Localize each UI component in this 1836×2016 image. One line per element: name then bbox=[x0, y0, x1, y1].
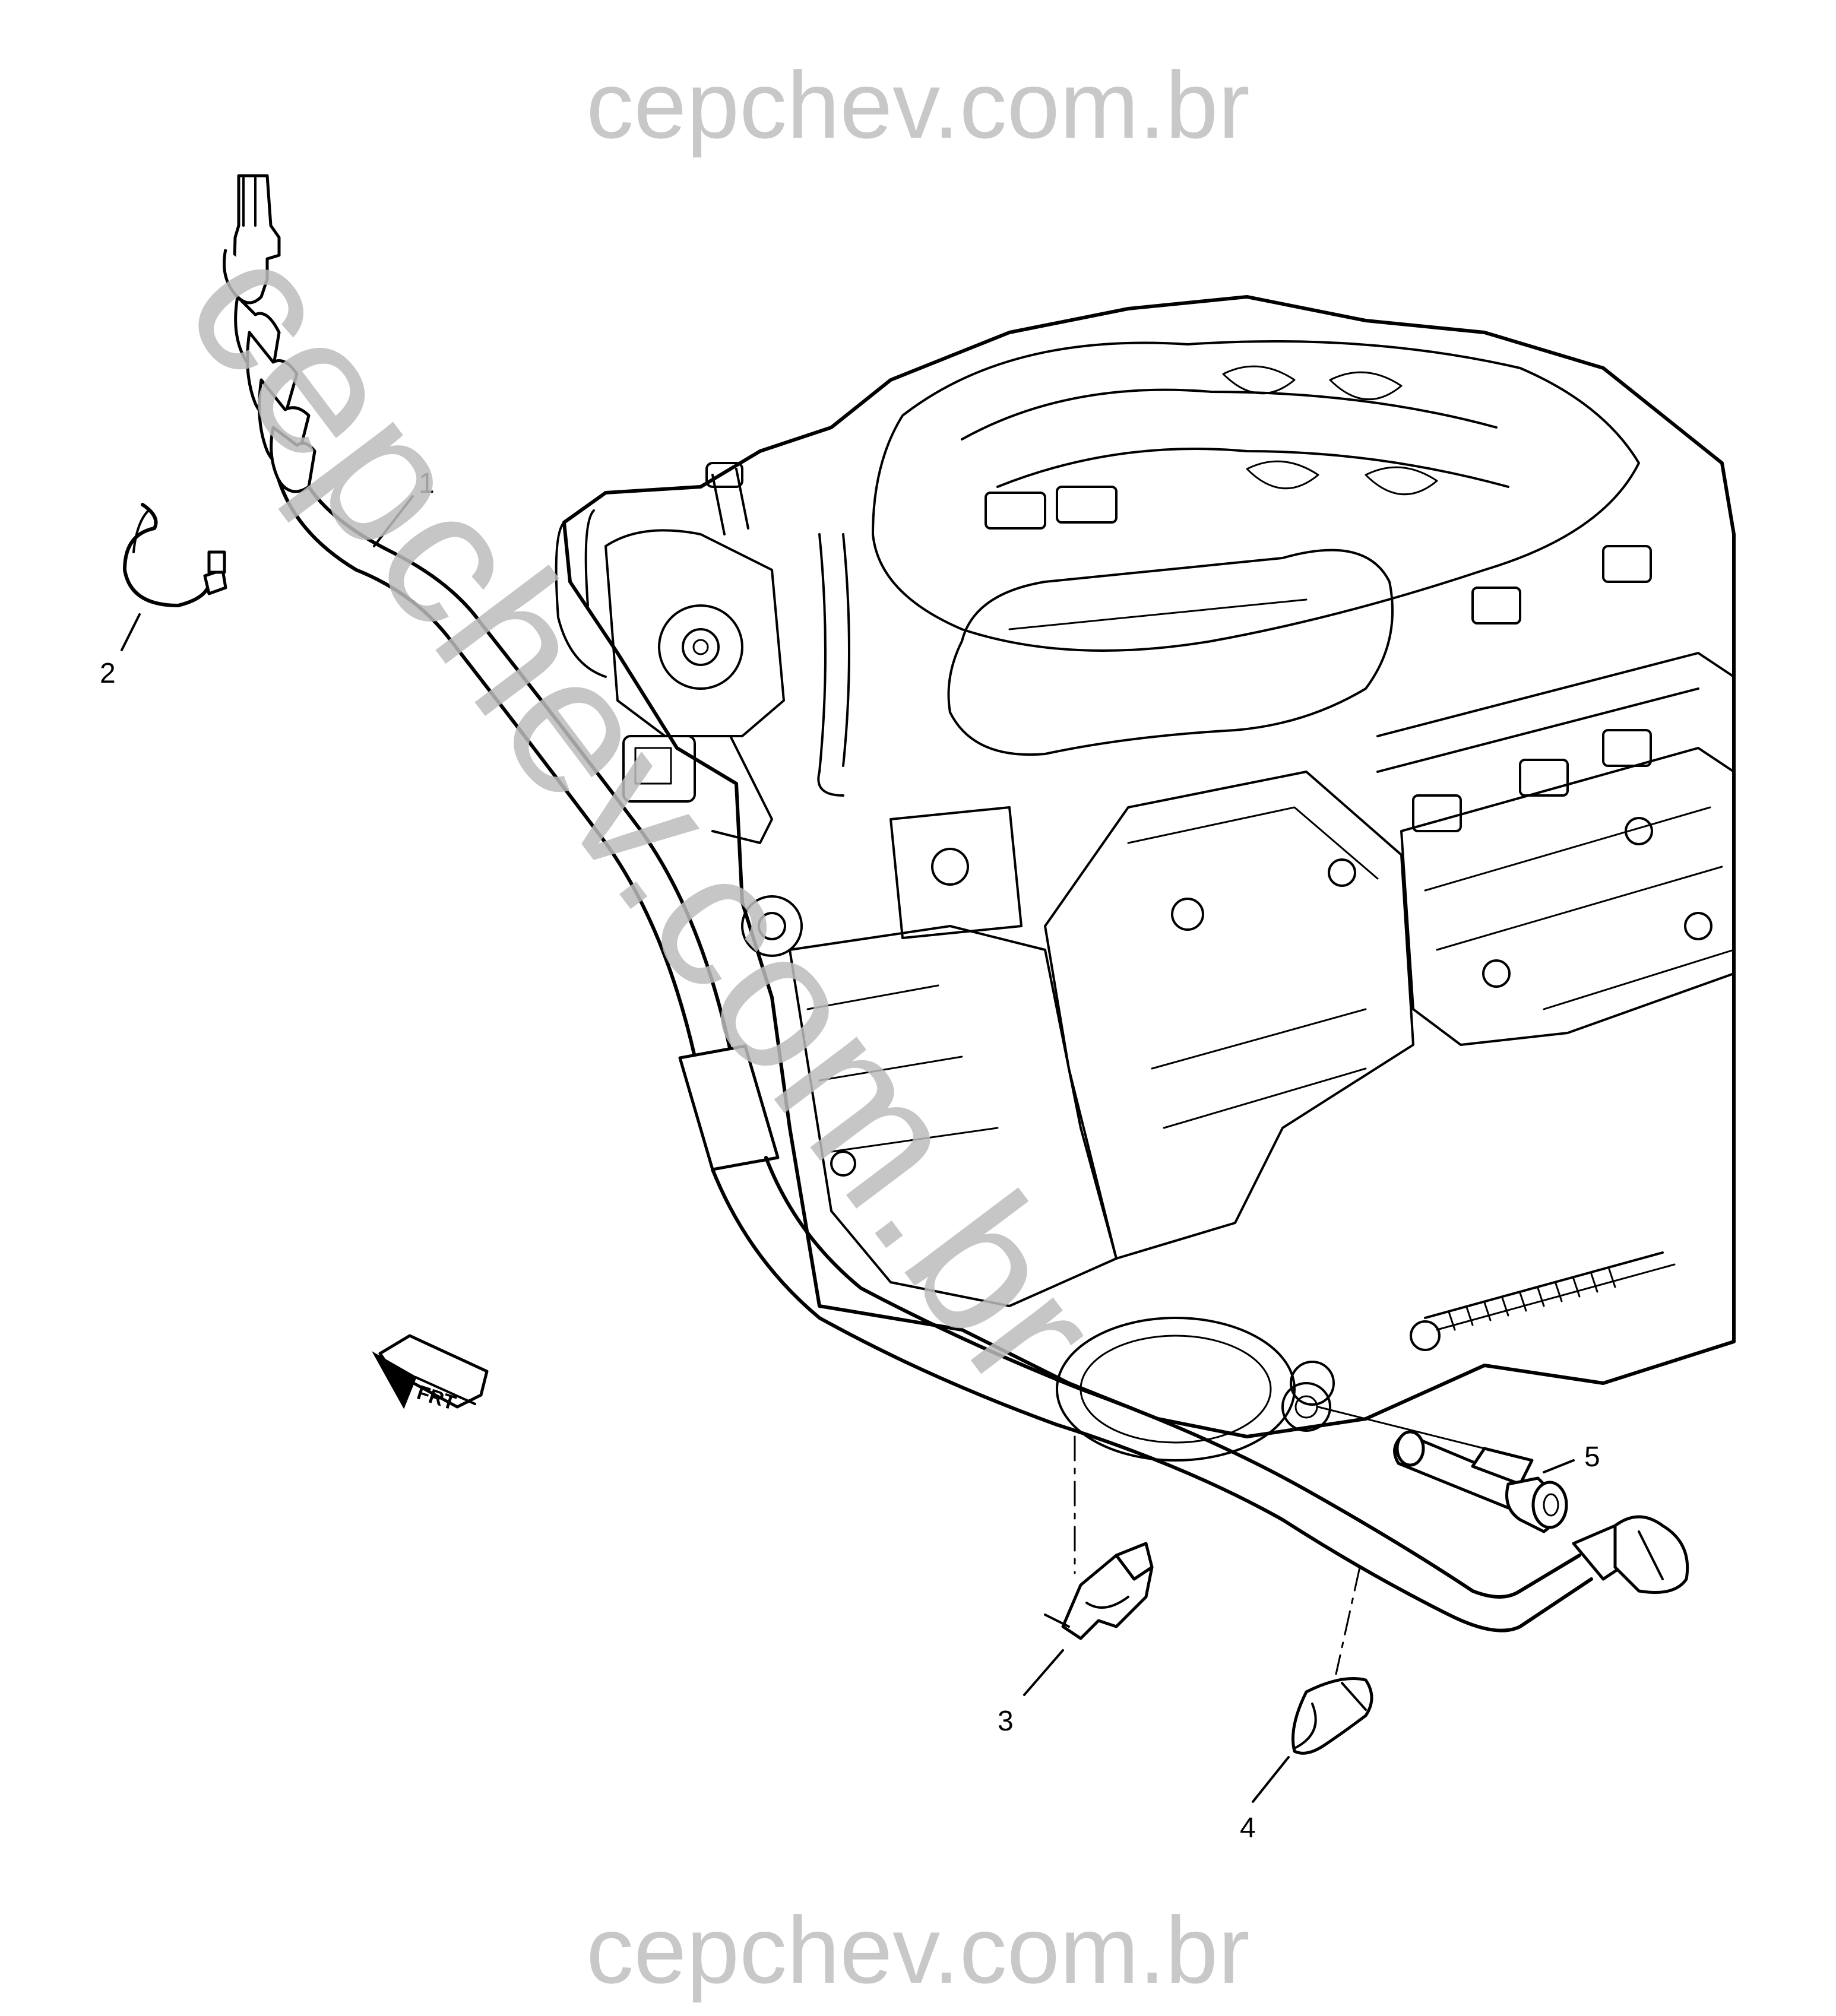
leader-lines bbox=[121, 495, 1575, 1803]
watermark-diagonal: cepchev.com.br bbox=[144, 202, 1144, 1427]
assembly-line-4 bbox=[1335, 1566, 1361, 1675]
callout-1: 1 bbox=[419, 468, 435, 499]
harness-end-connector bbox=[1572, 1515, 1689, 1594]
callout-3: 3 bbox=[998, 1706, 1014, 1737]
clip-ring-part bbox=[123, 503, 227, 607]
callout-5: 5 bbox=[1584, 1441, 1600, 1473]
leader-line-4 bbox=[1252, 1756, 1290, 1803]
hose-clamp-part bbox=[1291, 1677, 1373, 1755]
injector-connectors bbox=[985, 486, 1652, 832]
harness-top-connector bbox=[223, 174, 316, 493]
engine-assembly bbox=[555, 295, 1736, 1462]
callout-2: 2 bbox=[100, 658, 116, 689]
spring-coils bbox=[1448, 1268, 1616, 1331]
callout-4: 4 bbox=[1240, 1812, 1256, 1844]
leader-line-5 bbox=[1543, 1459, 1575, 1473]
watermark-bottom: cepchev.com.br bbox=[586, 1897, 1250, 2003]
leader-line-3 bbox=[1023, 1649, 1064, 1696]
watermark-top: cepchev.com.br bbox=[586, 52, 1250, 158]
leader-line-1 bbox=[373, 495, 414, 547]
front-direction-indicator: FRT bbox=[372, 1334, 489, 1415]
leader-line-2 bbox=[121, 613, 141, 651]
sensor-part bbox=[1393, 1430, 1568, 1533]
wiring-harness bbox=[223, 174, 1689, 1633]
retainer-clip-part bbox=[1044, 1542, 1154, 1640]
front-arrow-icon bbox=[372, 1351, 417, 1409]
